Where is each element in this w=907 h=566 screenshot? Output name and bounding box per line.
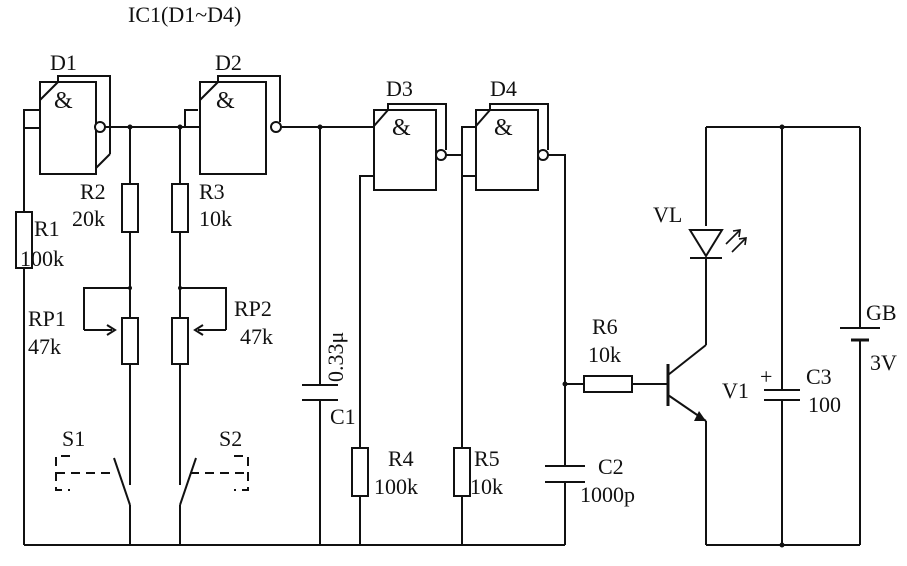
rp1-value: 47k: [28, 334, 61, 359]
r2-value: 20k: [72, 206, 105, 231]
r1-name: R1: [34, 216, 60, 241]
schematic-title: IC1(D1~D4): [128, 2, 241, 27]
potentiometer-rp1: RP1 47k: [28, 306, 139, 365]
resistor-r6: R6 10k: [583, 314, 633, 393]
c3-name: C3: [806, 364, 832, 389]
rp2-name: RP2: [234, 296, 272, 321]
r4-name: R4: [388, 446, 414, 471]
resistor-r2: R2 20k: [72, 179, 139, 233]
c2-value: 1000p: [580, 482, 635, 507]
led-vl: VL: [653, 202, 747, 259]
transistor-label: V1: [722, 378, 749, 403]
gate-d3-symbol: &: [392, 115, 411, 141]
gate-d4-symbol: &: [494, 115, 513, 141]
resistor-r4: R4 100k: [351, 446, 418, 499]
r4-value: 100k: [374, 474, 418, 499]
r1-value: 100k: [20, 246, 64, 271]
r5-value: 10k: [470, 474, 503, 499]
c3-value: 100: [808, 392, 841, 417]
r3-name: R3: [199, 179, 225, 204]
potentiometer-rp2: RP2 47k: [171, 296, 273, 365]
gate-d1-symbol: &: [54, 88, 73, 114]
gate-d3: & D3: [373, 76, 447, 191]
r3-value: 10k: [199, 206, 232, 231]
resistor-r3: R3 10k: [171, 179, 232, 233]
s2-label: S2: [219, 426, 242, 451]
gate-d3-label: D3: [386, 76, 413, 101]
r5-name: R5: [474, 446, 500, 471]
battery-gb: GB 3V: [840, 300, 897, 375]
c1-value: 0.33μ: [323, 332, 348, 382]
gate-d2-label: D2: [215, 50, 242, 75]
resistor-r1: R1 100k: [15, 211, 64, 271]
switch-s2: S2: [179, 426, 249, 506]
junctions: [127, 124, 785, 548]
gate-d2-symbol: &: [216, 88, 235, 114]
battery-name: GB: [866, 300, 897, 325]
gate-d1: & D1: [39, 50, 111, 175]
resistor-r5: R5 10k: [453, 446, 503, 499]
c1-name: C1: [330, 404, 356, 429]
gate-d4-label: D4: [490, 76, 517, 101]
capacitor-c2: C2 1000p: [545, 454, 635, 507]
battery-value: 3V: [870, 350, 897, 375]
gate-d4: & D4: [475, 76, 549, 191]
switch-s1: S1: [55, 426, 131, 506]
rp2-value: 47k: [240, 324, 273, 349]
led-label: VL: [653, 202, 682, 227]
gate-d1-label: D1: [50, 50, 77, 75]
rp1-name: RP1: [28, 306, 66, 331]
gate-d2: & D2: [199, 50, 282, 175]
r6-name: R6: [592, 314, 618, 339]
transistor-v1: V1: [666, 344, 749, 422]
capacitor-c1: C1 0.33μ: [302, 332, 356, 429]
s1-label: S1: [62, 426, 85, 451]
r2-name: R2: [80, 179, 106, 204]
c3-polarity: +: [760, 364, 772, 389]
c2-name: C2: [598, 454, 624, 479]
wiring: [23, 109, 861, 546]
r6-value: 10k: [588, 342, 621, 367]
capacitor-c3: + C3 100: [760, 364, 841, 417]
